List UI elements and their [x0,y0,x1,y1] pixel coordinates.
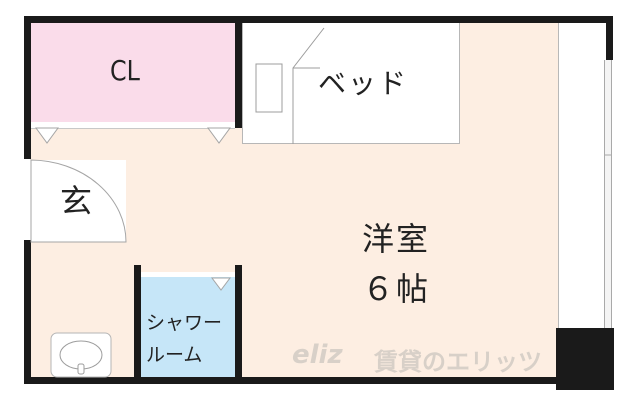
closet-door-marker-icon [35,127,59,144]
closet-door-track [30,122,235,129]
wall-closet-divider [235,20,242,128]
shower-door-track [140,272,238,277]
closet-area [30,22,238,122]
wall-shower-left [134,265,141,381]
balcony [558,22,609,328]
faucet-icon [77,363,85,375]
bed-label: ベッド [318,67,409,100]
western-room-label: 洋室 [362,220,431,258]
wall-top [24,16,612,23]
closet-label: CL [110,54,140,87]
entrance-label: 玄 [60,182,93,220]
wall-bottom [24,377,614,384]
wall-left-upper [24,16,31,159]
western-room-size-label: ６帖 [362,270,431,308]
shower-room-label-line1: シャワー [146,312,223,334]
balcony-window-rail [604,60,612,328]
washbasin [50,332,112,378]
wall-left-lower [24,240,31,384]
pillow-icon [255,63,283,113]
exterior-block [556,328,614,390]
watermark-logo: eliz [292,340,343,370]
closet-door-marker-icon [207,127,231,144]
entrance-door-swing-icon [30,159,127,243]
shower-room-label-line2: ルーム [146,344,203,366]
wall-shower-right [235,265,242,381]
shower-door-marker-icon [211,277,231,291]
watermark-text: 賃貸のエリッツ [374,348,542,376]
wall-right-upper [606,16,613,60]
